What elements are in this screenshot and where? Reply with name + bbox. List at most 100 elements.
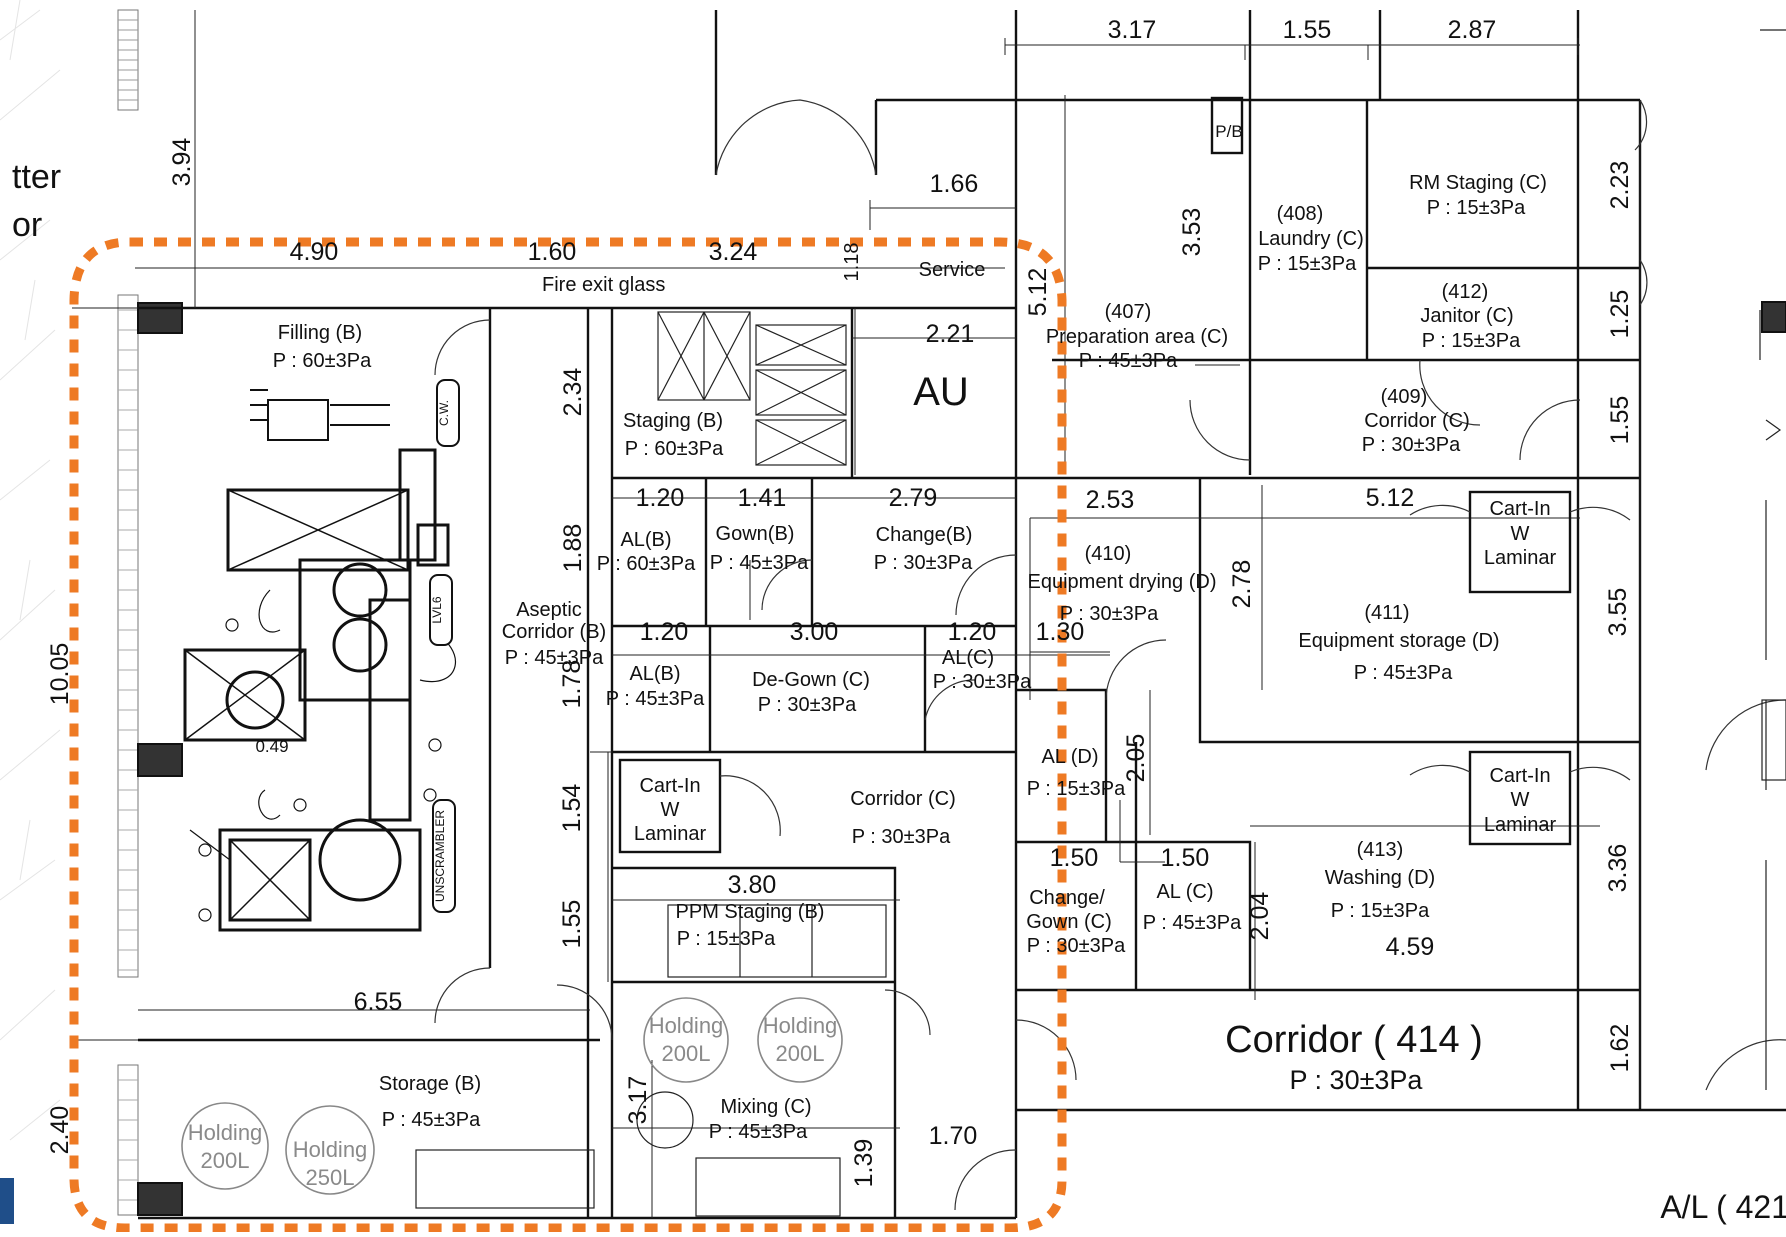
dimension-label: 6.55	[354, 988, 403, 1016]
holding-4-volume: 250L	[306, 1165, 355, 1190]
dimension-label: 1.50	[1050, 844, 1099, 872]
staging-pallets	[657, 311, 847, 466]
dimension-label: 1.55	[1283, 16, 1332, 44]
dimension-label: 3.53	[1178, 208, 1206, 257]
dimension-label: 1.50	[1161, 844, 1210, 872]
dimension-label: 2.53	[1086, 486, 1135, 514]
r407-num: (407)	[1105, 301, 1152, 323]
al-d-pressure: P : 15±3Pa	[1027, 778, 1126, 800]
aseptic-name-2: Corridor (B)	[502, 621, 606, 643]
cartin3-line1: Cart-In	[1489, 765, 1550, 787]
dimension-label: 4.59	[1386, 933, 1435, 961]
dimension-label: 1.60	[528, 238, 577, 266]
r412-name: Janitor (C)	[1420, 305, 1513, 327]
ppm-pressure: P : 15±3Pa	[677, 928, 776, 950]
dimension-label: 1.62	[1606, 1024, 1634, 1073]
cartin3-line2: W	[1511, 789, 1530, 811]
hatched-wall	[117, 9, 139, 1216]
degown-name: De-Gown (C)	[752, 669, 870, 691]
gown-b-name: Gown(B)	[716, 523, 795, 545]
staging-pressure: P : 60±3Pa	[625, 438, 724, 460]
dimension-label: 5.12	[1024, 268, 1052, 317]
gown-b-pressure: P : 45±3Pa	[710, 552, 809, 574]
change-gown-pressure: P : 30±3Pa	[1027, 935, 1126, 957]
equipment-tags: C.W. LVL6 UNSCRAMBLER 0.49	[255, 379, 460, 913]
cartin1-line1: Cart-In	[639, 775, 700, 797]
ppm-name: PPM Staging (B)	[676, 901, 825, 923]
holding-3-label: Holding	[188, 1120, 263, 1145]
r413-name: Washing (D)	[1325, 867, 1435, 889]
filling-machine	[183, 389, 457, 932]
r412-num: (412)	[1442, 281, 1489, 303]
dimension-lines	[72, 10, 1641, 1218]
dimension-label: 3.24	[709, 238, 758, 266]
change-gown-name-1: Change/	[1029, 887, 1105, 909]
dimension-label: 2.04	[1246, 892, 1274, 941]
dimension-label: 3.17	[1108, 16, 1157, 44]
r411-name: Equipment storage (D)	[1298, 630, 1499, 652]
r410-pressure: P : 30±3Pa	[1060, 603, 1159, 625]
dimension-label: 2.05	[1122, 734, 1150, 783]
left-sketch-lines	[0, 0, 61, 1141]
dimension-label: 2.40	[46, 1106, 74, 1155]
dimension-label: 3.55	[1604, 588, 1632, 637]
corridor414-pressure: P : 30±3Pa	[1290, 1065, 1424, 1095]
aseptic-pressure: P : 45±3Pa	[505, 647, 604, 669]
dimension-label: 2.23	[1606, 161, 1634, 210]
r408-name: Laundry (C)	[1258, 228, 1364, 250]
staging-name: Staging (B)	[623, 410, 723, 432]
dimension-label: 1.54	[558, 784, 586, 833]
dimension-label: 1.20	[948, 618, 997, 646]
right-edge-fragments	[1759, 29, 1786, 1090]
dimension-label: 1.55	[558, 900, 586, 949]
storage-pressure: P : 45±3Pa	[382, 1109, 481, 1131]
cart-in-boxes	[618, 96, 1572, 854]
dimension-label: 2.78	[1228, 560, 1256, 609]
change-b-name: Change(B)	[876, 524, 973, 546]
change-b-pressure: P : 30±3Pa	[874, 552, 973, 574]
degown-pressure: P : 30±3Pa	[758, 694, 857, 716]
cartin2-line2: W	[1511, 523, 1530, 545]
au-label: AU	[913, 370, 969, 414]
dimension-label: 1.66	[930, 170, 979, 198]
r411-num: (411)	[1364, 602, 1409, 624]
dimension-label: 1.88	[559, 524, 587, 573]
holding-3-volume: 200L	[201, 1148, 250, 1173]
r412-pressure: P : 15±3Pa	[1422, 330, 1521, 352]
filling-pressure: P : 60±3Pa	[273, 350, 372, 372]
dimension-label: 1.18	[841, 243, 863, 282]
r409-name: Corridor (C)	[1364, 410, 1470, 432]
r407-name: Preparation area (C)	[1046, 326, 1228, 348]
aseptic-name-1: Aseptic	[516, 599, 582, 621]
dimension-label: 1.20	[640, 618, 689, 646]
al-c2-name: AL (C)	[1156, 881, 1213, 903]
r413-pressure: P : 15±3Pa	[1331, 900, 1430, 922]
dimension-label: 3.00	[790, 618, 839, 646]
dimension-label: 3.94	[168, 138, 196, 187]
holding-2-label: Holding	[763, 1013, 838, 1038]
r411-pressure: P : 45±3Pa	[1354, 662, 1453, 684]
holding-1-label: Holding	[649, 1013, 724, 1038]
dimension-label: 2.34	[559, 368, 587, 417]
dimension-labels: 3.94 4.90 1.60 3.24 1.18 1.66 3.17 1.55 …	[46, 16, 1634, 1187]
al-c1-name: AL(C)	[942, 647, 994, 669]
r408-num: (408)	[1277, 203, 1324, 225]
r413-num: (413)	[1357, 839, 1404, 861]
al-b2-pressure: P : 45±3Pa	[606, 688, 705, 710]
tag-lvl: LVL6	[430, 596, 444, 623]
dimension-label: 3.80	[728, 871, 777, 899]
al-d-name: AL (D)	[1041, 746, 1098, 768]
service-label: Service	[919, 259, 986, 281]
al-b2-name: AL(B)	[629, 663, 680, 685]
dimension-label: 2.21	[926, 320, 975, 348]
rm-pressure: P : 15±3Pa	[1427, 197, 1526, 219]
cartin2-line3: Laminar	[1484, 547, 1557, 569]
mixing-pressure: P : 45±3Pa	[709, 1121, 808, 1143]
filling-name: Filling (B)	[278, 322, 362, 344]
dimension-label: 1.41	[738, 484, 787, 512]
r409-num: (409)	[1381, 386, 1428, 408]
r410-num: (410)	[1085, 543, 1132, 565]
holding-4-label: Holding	[293, 1137, 368, 1162]
